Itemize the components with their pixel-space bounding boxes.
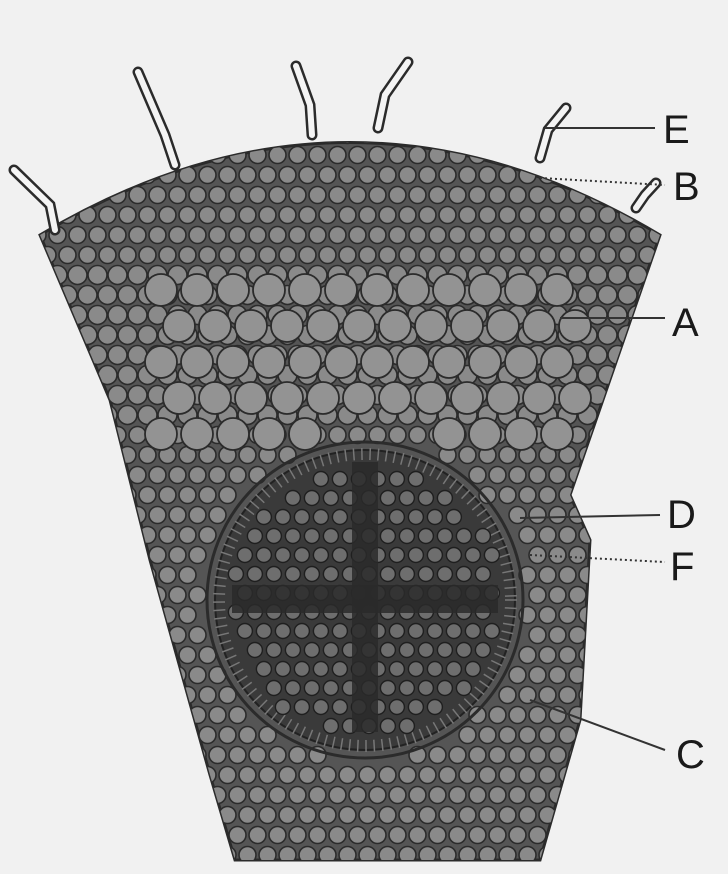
label-C: C — [676, 733, 705, 777]
label-B: B — [673, 165, 700, 209]
label-E: E — [663, 108, 690, 152]
label-F: F — [670, 545, 694, 589]
label-A: A — [672, 301, 699, 345]
label-D: D — [667, 493, 696, 537]
